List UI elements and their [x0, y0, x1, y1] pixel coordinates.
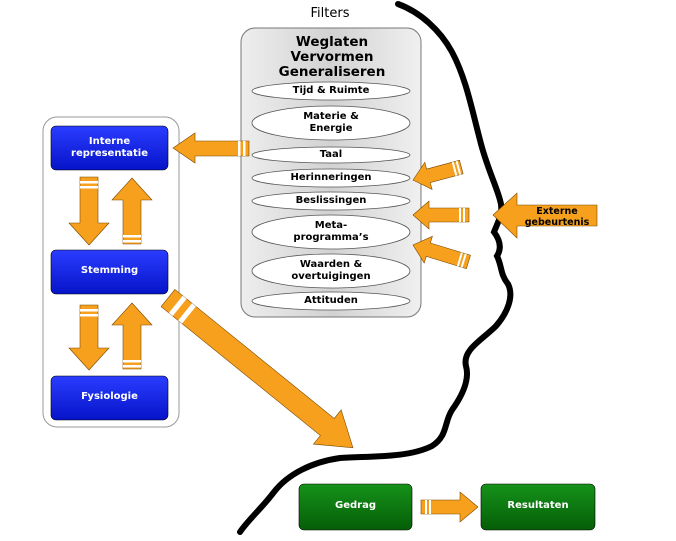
- resultaten-box: [480, 483, 596, 531]
- interne-representatie-label: Interne representatie: [71, 136, 148, 159]
- filter-pill-taal: [251, 146, 411, 164]
- filter-pill-tijd-ruimte: [251, 81, 411, 101]
- stemming-to-gedrag-arrow: [160, 289, 354, 449]
- externe-gebeurtenis-label: Externe gebeurtenis: [524, 206, 590, 228]
- filter-label-taal: Taal: [319, 149, 343, 160]
- interne-representatie-box: [50, 125, 169, 171]
- down-arrow-stemming-fysiologie: [68, 304, 110, 371]
- down-arrow-representatie-stemming: [68, 176, 110, 246]
- filter-pill-attituden: [251, 291, 411, 311]
- filter-pill-herinneringen: [251, 168, 411, 188]
- filter-pill-materie-energie: [251, 105, 411, 141]
- fysiologie-label: Fysiologie: [81, 391, 138, 402]
- resultaten-label: Resultaten: [507, 500, 569, 511]
- fysiologie-box: [50, 375, 169, 421]
- input-arrow-beslissingen: [412, 200, 470, 230]
- filter-label-tijd-ruimte: Tijd & Ruimte: [292, 85, 370, 96]
- head-profile-line: [237, 1, 514, 535]
- up-arrow-fysiologie-stemming: [111, 302, 153, 370]
- gedrag-box: [298, 483, 413, 531]
- filter-label-herinneringen: Herinneringen: [290, 172, 372, 183]
- gedrag-label: Gedrag: [335, 500, 376, 511]
- gedrag-to-resultaten-arrow: [420, 491, 479, 523]
- operation-generaliseren: Generaliseren: [278, 64, 386, 80]
- filter-pill-beslissingen: [251, 191, 411, 211]
- filter-pill-waarden-overtuigingen: [251, 253, 411, 289]
- stemming-box: [50, 249, 169, 295]
- filter-operations: Weglaten Vervormen Generaliseren: [248, 35, 416, 80]
- filter-label-waarden-overtuigingen: Waarden & overtuigingen: [291, 259, 371, 282]
- externe-gebeurtenis-arrow: [492, 192, 598, 239]
- filter-label-materie-energie: Materie & Energie: [303, 111, 359, 134]
- operation-weglaten: Weglaten: [295, 34, 369, 50]
- filter-label-beslissingen: Beslissingen: [295, 195, 367, 206]
- filter-label-meta-programma-s: Meta- programma’s: [293, 220, 369, 243]
- filters-title: Filters: [310, 6, 350, 21]
- input-arrow-metaprogrammas: [412, 235, 471, 270]
- filter-label-attituden: Attituden: [304, 295, 358, 306]
- input-arrow-herinneringen: [412, 159, 464, 190]
- stemming-label: Stemming: [80, 265, 139, 276]
- up-arrow-stemming-representatie: [111, 177, 153, 245]
- filters-to-representatie-arrow: [172, 132, 250, 164]
- filter-pill-meta-programma-s: [251, 214, 411, 250]
- operation-vervormen: Vervormen: [290, 49, 374, 65]
